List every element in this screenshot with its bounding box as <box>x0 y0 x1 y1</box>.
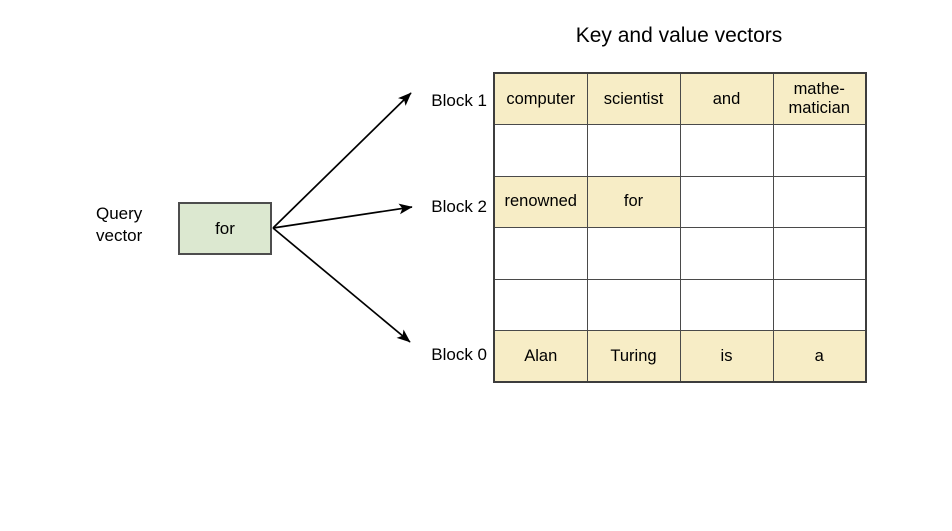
arrow-to-block-0 <box>272 227 411 343</box>
table-row <box>493 278 867 331</box>
table-cell: mathe-matician <box>772 72 867 125</box>
query-vector-label-line1: Query <box>96 204 143 223</box>
table-cell: for <box>586 175 681 228</box>
table-cell: and <box>679 72 774 125</box>
table-cell: renowned <box>493 175 588 228</box>
table-cell <box>493 227 588 280</box>
query-vector-label: Query vector <box>96 203 174 247</box>
table-cell <box>772 175 867 228</box>
cell-text-line: mathe- <box>793 80 845 98</box>
table-row <box>493 227 867 280</box>
table-cell <box>493 124 588 177</box>
table-cell <box>679 227 774 280</box>
table-cell: a <box>772 330 867 383</box>
block-label-2: Block 2 <box>431 197 487 216</box>
query-vector-token: for <box>215 218 235 238</box>
block-label-0: Block 0 <box>431 345 487 364</box>
table-cell: scientist <box>586 72 681 125</box>
table-cell <box>679 124 774 177</box>
diagram-title: Key and value vectors <box>575 24 783 47</box>
cell-text-line: matician <box>788 99 850 117</box>
table-cell: Turing <box>586 330 681 383</box>
query-vector-box[interactable]: for <box>178 202 272 255</box>
table-cell <box>772 227 867 280</box>
query-vector-label-line2: vector <box>96 226 143 245</box>
table-row <box>493 124 867 177</box>
table-cell: is <box>679 330 774 383</box>
table-cell <box>772 278 867 331</box>
block-label-1: Block 1 <box>431 91 487 110</box>
table-cell <box>679 175 774 228</box>
arrow-to-block-1 <box>272 92 412 229</box>
table-cell <box>772 124 867 177</box>
arrow-to-block-2 <box>272 203 413 229</box>
table-cell <box>679 278 774 331</box>
table-cell: Alan <box>493 330 588 383</box>
table-cell: computer <box>493 72 588 125</box>
table-cell <box>586 278 681 331</box>
table-cell <box>586 124 681 177</box>
table-cell <box>493 278 588 331</box>
table-cell <box>586 227 681 280</box>
